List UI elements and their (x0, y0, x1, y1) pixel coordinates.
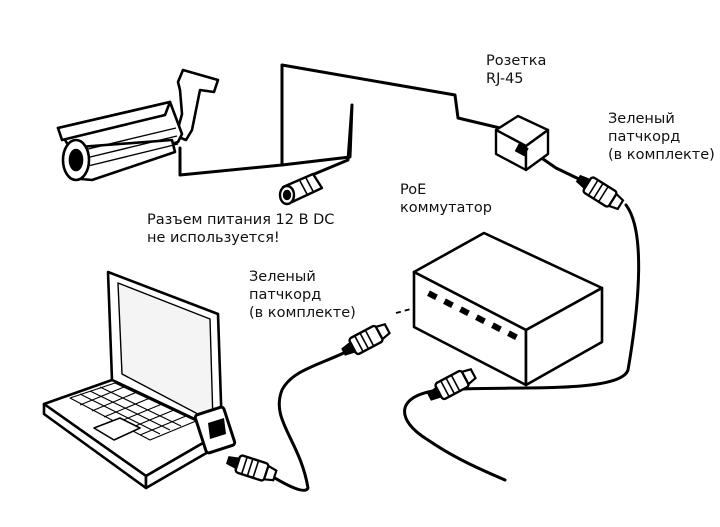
label-power-note-line1: Разъем питания 12 В DC (147, 212, 335, 228)
label-patch-right-line2: патчкорд (608, 129, 681, 145)
camera-icon (56, 68, 220, 182)
laptop-icon (42, 270, 237, 490)
rj45-socket-icon (494, 114, 550, 172)
label-power-note: Разъем питания 12 В DC не используется! (147, 211, 334, 247)
label-patch-right-line1: Зеленый (608, 111, 675, 127)
power-connector-icon (278, 172, 324, 206)
label-socket-line1: Розетка (486, 53, 547, 69)
label-patch-right: Зеленый патчкорд (в комплекте) (608, 110, 715, 164)
label-patch-right-line3: (в комплекте) (608, 147, 715, 163)
label-switch: PoE коммутатор (400, 181, 492, 217)
poe-switch-icon (412, 231, 604, 387)
label-power-note-line2: не используется! (147, 230, 280, 246)
cable-patch-right-to-switch (403, 203, 641, 482)
label-patch-left: Зеленый патчкорд (в комплекте) (249, 268, 356, 322)
cable-power-branch (280, 103, 354, 177)
label-switch-line1: PoE (400, 182, 427, 198)
label-socket: Розетка RJ-45 (486, 52, 546, 88)
cable-camera-to-socket (178, 63, 502, 177)
label-patch-left-line3: (в комплекте) (249, 305, 356, 321)
label-patch-left-line1: Зеленый (249, 269, 316, 285)
label-socket-line2: RJ-45 (486, 71, 524, 87)
label-patch-left-line2: патчкорд (249, 287, 322, 303)
cable-laptop-to-patch (260, 348, 352, 492)
label-switch-line2: коммутатор (400, 200, 492, 216)
